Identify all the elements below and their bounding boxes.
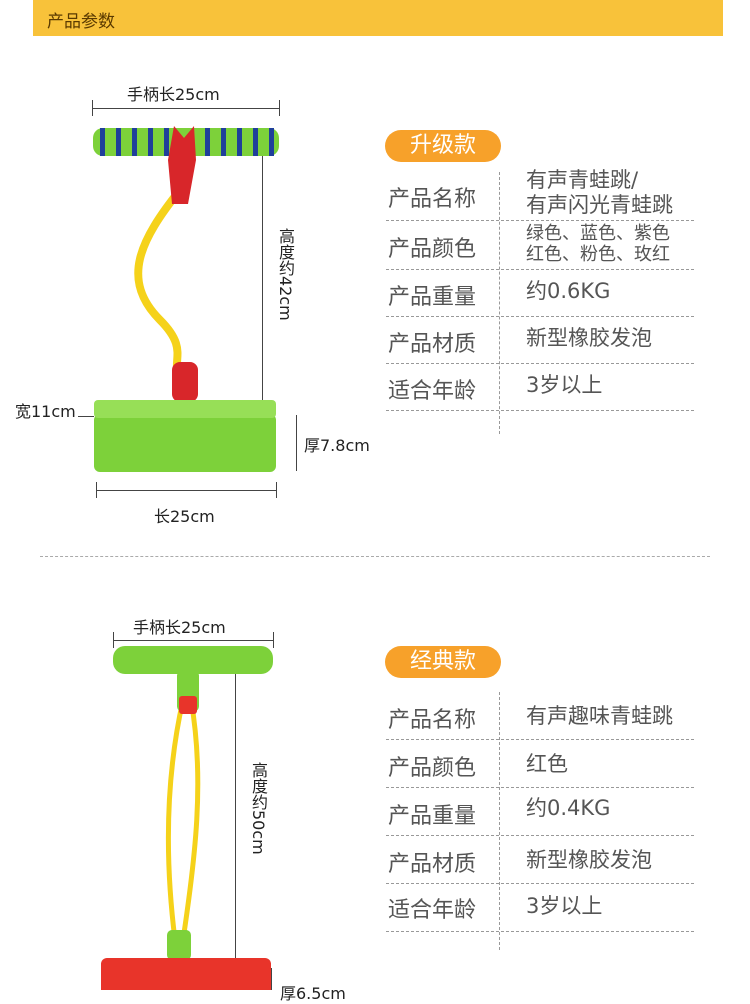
section-header-bar: 产品参数	[33, 0, 723, 36]
table-divider	[499, 692, 500, 950]
height-dimension-line	[262, 132, 263, 402]
pogo-jumper-classic-image	[101, 646, 273, 990]
spec-row-color: 产品颜色 绿色、蓝色、紫色 红色、粉色、玫红	[386, 221, 694, 270]
spec-value: 新型橡胶发泡	[526, 326, 652, 350]
spec-label: 适合年龄	[388, 379, 477, 404]
spec-row-name: 产品名称 有声青蛙跳/ 有声闪光青蛙跳	[386, 168, 694, 221]
dimension-tick	[78, 416, 94, 417]
spec-label: 产品重量	[388, 285, 477, 310]
height-dimension-line	[235, 668, 236, 968]
classic-model-badge: 经典款	[385, 646, 501, 678]
dimension-tick	[273, 632, 274, 648]
spec-value: 红色	[526, 752, 568, 776]
height-label: 高度约42cm	[276, 228, 295, 321]
spec-row-weight: 产品重量 约0.6KG	[386, 270, 694, 317]
pogo-jumper-upgraded-image	[93, 126, 279, 472]
spec-value-line2: 有声闪光青蛙跳	[526, 193, 673, 217]
spec-value: 约0.6KG	[526, 279, 611, 303]
spec-value: 新型橡胶发泡	[526, 848, 652, 872]
upgraded-model-badge: 升级款	[385, 130, 501, 162]
spec-label: 产品名称	[388, 187, 477, 212]
handle-dimension-line	[113, 640, 273, 641]
spec-row-material: 产品材质 新型橡胶发泡	[386, 836, 694, 884]
section-title: 产品参数	[47, 12, 115, 32]
spec-label: 产品材质	[388, 852, 477, 877]
table-divider	[499, 172, 500, 434]
spec-label: 产品名称	[388, 708, 477, 733]
section-divider	[40, 556, 710, 557]
spec-label: 产品重量	[388, 804, 477, 829]
spec-label: 产品材质	[388, 332, 477, 357]
spec-value: 有声青蛙跳/	[526, 168, 639, 192]
spec-value: 3岁以上	[526, 373, 603, 397]
product2-spec-table: 产品名称 有声趣味青蛙跳 产品颜色 红色 产品重量 约0.4KG 产品材质 新型…	[386, 692, 694, 952]
dimension-tick	[113, 632, 114, 648]
dimension-tick	[92, 100, 93, 116]
spec-value: 绿色、蓝色、紫色	[526, 223, 670, 244]
length-dimension-line	[96, 490, 276, 491]
spec-row-weight: 产品重量 约0.4KG	[386, 788, 694, 836]
spec-label: 产品颜色	[388, 237, 477, 262]
spec-value: 3岁以上	[526, 894, 603, 918]
thickness-label: 厚6.5cm	[280, 984, 346, 1003]
spec-row-material: 产品材质 新型橡胶发泡	[386, 317, 694, 364]
spec-label: 适合年龄	[388, 898, 477, 923]
spec-value-line2: 红色、粉色、玫红	[526, 244, 670, 265]
spec-value: 约0.4KG	[526, 796, 611, 820]
spec-row-color: 产品颜色 红色	[386, 740, 694, 788]
thickness-label: 厚7.8cm	[304, 436, 370, 455]
thickness-dimension-line	[296, 415, 297, 471]
width-label: 宽11cm	[15, 402, 76, 421]
handle-dimension-line	[92, 108, 280, 109]
spec-row-age: 适合年龄 3岁以上	[386, 364, 694, 411]
dimension-tick	[279, 100, 280, 116]
handle-length-label: 手柄长25cm	[133, 618, 226, 637]
thickness-dimension-line	[271, 968, 272, 990]
length-label: 长25cm	[154, 507, 215, 526]
handle-length-label: 手柄长25cm	[127, 85, 220, 104]
product1-spec-table: 产品名称 有声青蛙跳/ 有声闪光青蛙跳 产品颜色 绿色、蓝色、紫色 红色、粉色、…	[386, 168, 694, 434]
dimension-tick	[276, 482, 277, 498]
spec-value: 有声趣味青蛙跳	[526, 704, 673, 728]
spec-label: 产品颜色	[388, 756, 477, 781]
height-label: 高度约50cm	[249, 762, 268, 855]
spec-row-age: 适合年龄 3岁以上	[386, 884, 694, 932]
dimension-tick	[96, 482, 97, 498]
spec-row-name: 产品名称 有声趣味青蛙跳	[386, 692, 694, 740]
